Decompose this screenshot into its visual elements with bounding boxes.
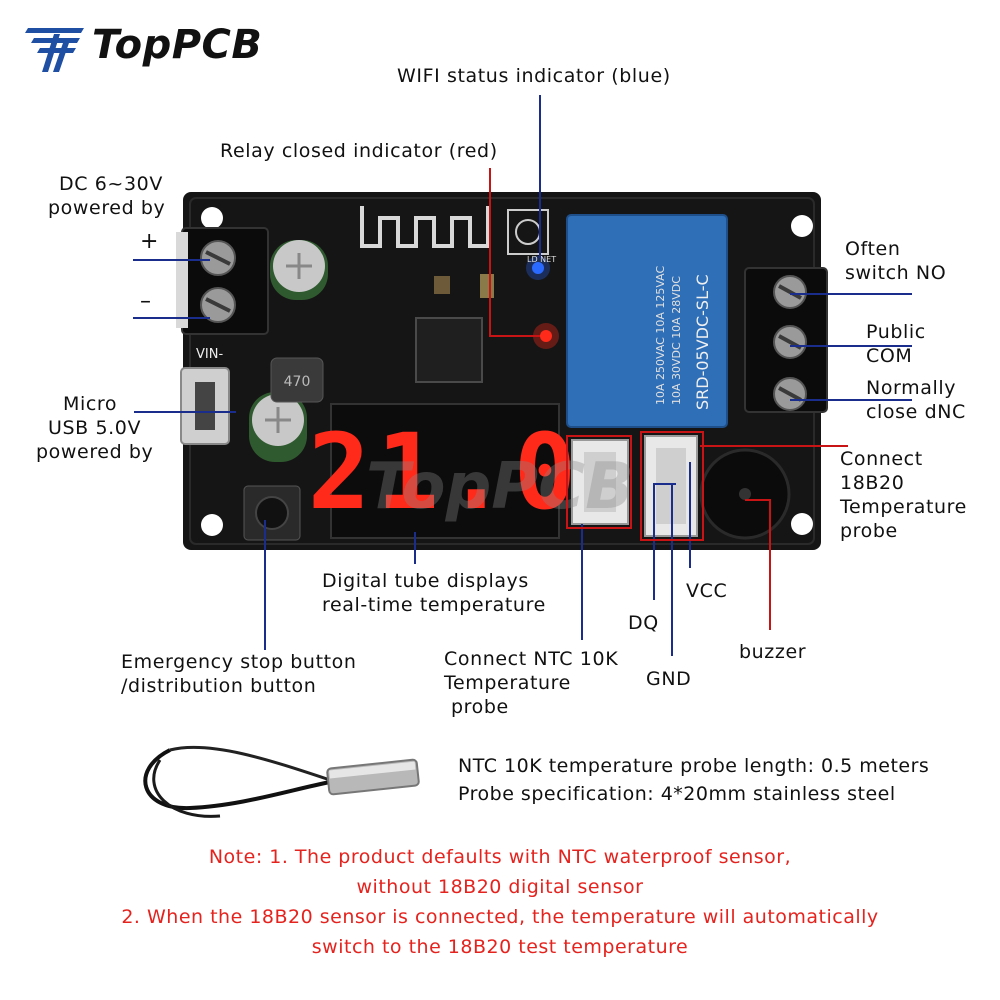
- relay-model: SRD-05VDC-SL-C: [693, 274, 712, 410]
- ntc-highlight-box: [566, 435, 632, 529]
- label-minus: –: [140, 289, 152, 314]
- display-digits: 21.0: [308, 411, 582, 533]
- brand-name: TopPCB: [92, 22, 263, 68]
- label-dc-power-line2: powered by: [48, 197, 166, 219]
- leader-dq: [653, 483, 676, 600]
- ntc-probe-image: [143, 745, 420, 818]
- label-usb-line1: Micro: [63, 393, 118, 415]
- relay-rating-dc: 10A 30VDC 10A 28VDC: [670, 276, 683, 405]
- label-estop-line1: Emergency stop button: [121, 651, 357, 673]
- label-gnd: GND: [646, 668, 692, 690]
- note-line2: without 18B20 digital sensor: [356, 876, 644, 898]
- label-ntc-line2: Temperature: [444, 672, 571, 694]
- label-tube-line1: Digital tube displays: [322, 570, 529, 592]
- watermark: TopPCB: [366, 450, 634, 524]
- brand-logo: [24, 26, 86, 74]
- label-nc-line1: Normally: [866, 377, 957, 399]
- label-ntc-line3: probe: [451, 696, 509, 718]
- label-ds18b20-line2: 18B20: [840, 472, 905, 494]
- probe-length-text: NTC 10K temperature probe length: 0.5 me…: [458, 755, 930, 777]
- label-nc-line2: close dNC: [866, 401, 966, 423]
- label-ds18b20-line4: probe: [840, 520, 898, 542]
- label-dq: DQ: [628, 612, 659, 634]
- capacitor: [270, 240, 328, 300]
- label-ds18b20-line1: Connect: [840, 448, 923, 470]
- label-ntc-line1: Connect NTC 10K: [444, 648, 619, 670]
- label-no-line2: switch NO: [845, 262, 947, 284]
- capacitor: [249, 392, 307, 462]
- label-relay-indicator: Relay closed indicator (red): [220, 140, 498, 162]
- led-label: LD NET: [527, 255, 556, 264]
- note-line1: Note: 1. The product defaults with NTC w…: [208, 846, 792, 868]
- label-estop-line2: /distribution button: [121, 675, 317, 697]
- relay: SRD-05VDC-SL-C 10A 250VAC 10A 125VAC 10A…: [566, 214, 728, 428]
- vin-label: VIN-: [196, 347, 223, 362]
- ds18b20-highlight-box: [640, 431, 704, 541]
- relay-rating: 10A 250VAC 10A 125VAC: [654, 265, 667, 405]
- mount-hole: [791, 215, 813, 237]
- label-ds18b20-line3: Temperature: [840, 496, 967, 518]
- label-no-line1: Often: [845, 238, 901, 260]
- brand-logo-icon: [25, 28, 84, 72]
- leader-buzzer: [745, 499, 771, 630]
- mcu-chip: [415, 317, 483, 383]
- label-com-line1: Public: [866, 321, 926, 343]
- label-usb-line3: powered by: [36, 441, 154, 463]
- label-wifi-indicator: WIFI status indicator (blue): [397, 65, 671, 87]
- label-buzzer: buzzer: [739, 641, 807, 663]
- note-line4: switch to the 18B20 test temperature: [311, 936, 689, 958]
- mount-hole: [791, 513, 813, 535]
- label-vcc: VCC: [686, 580, 728, 602]
- label-dc-power-line1: DC 6~30V: [59, 173, 163, 195]
- mount-hole: [201, 207, 223, 229]
- digital-tube: [330, 403, 560, 539]
- note-line3: 2. When the 18B20 sensor is connected, t…: [121, 906, 879, 928]
- inductor: [270, 357, 324, 403]
- probe-spec-text: Probe specification: 4*20mm stainless st…: [458, 783, 896, 805]
- leader-relay: [489, 168, 540, 337]
- label-com-line2: COM: [866, 345, 913, 367]
- label-tube-line2: real-time temperature: [322, 594, 546, 616]
- inductor-label: 470: [284, 374, 311, 390]
- mount-hole: [201, 514, 223, 536]
- relay-led: [540, 330, 552, 342]
- wifi-led: [532, 262, 544, 274]
- wifi-antenna: [360, 206, 490, 248]
- label-plus: +: [140, 229, 160, 254]
- label-usb-line2: USB 5.0V: [48, 417, 142, 439]
